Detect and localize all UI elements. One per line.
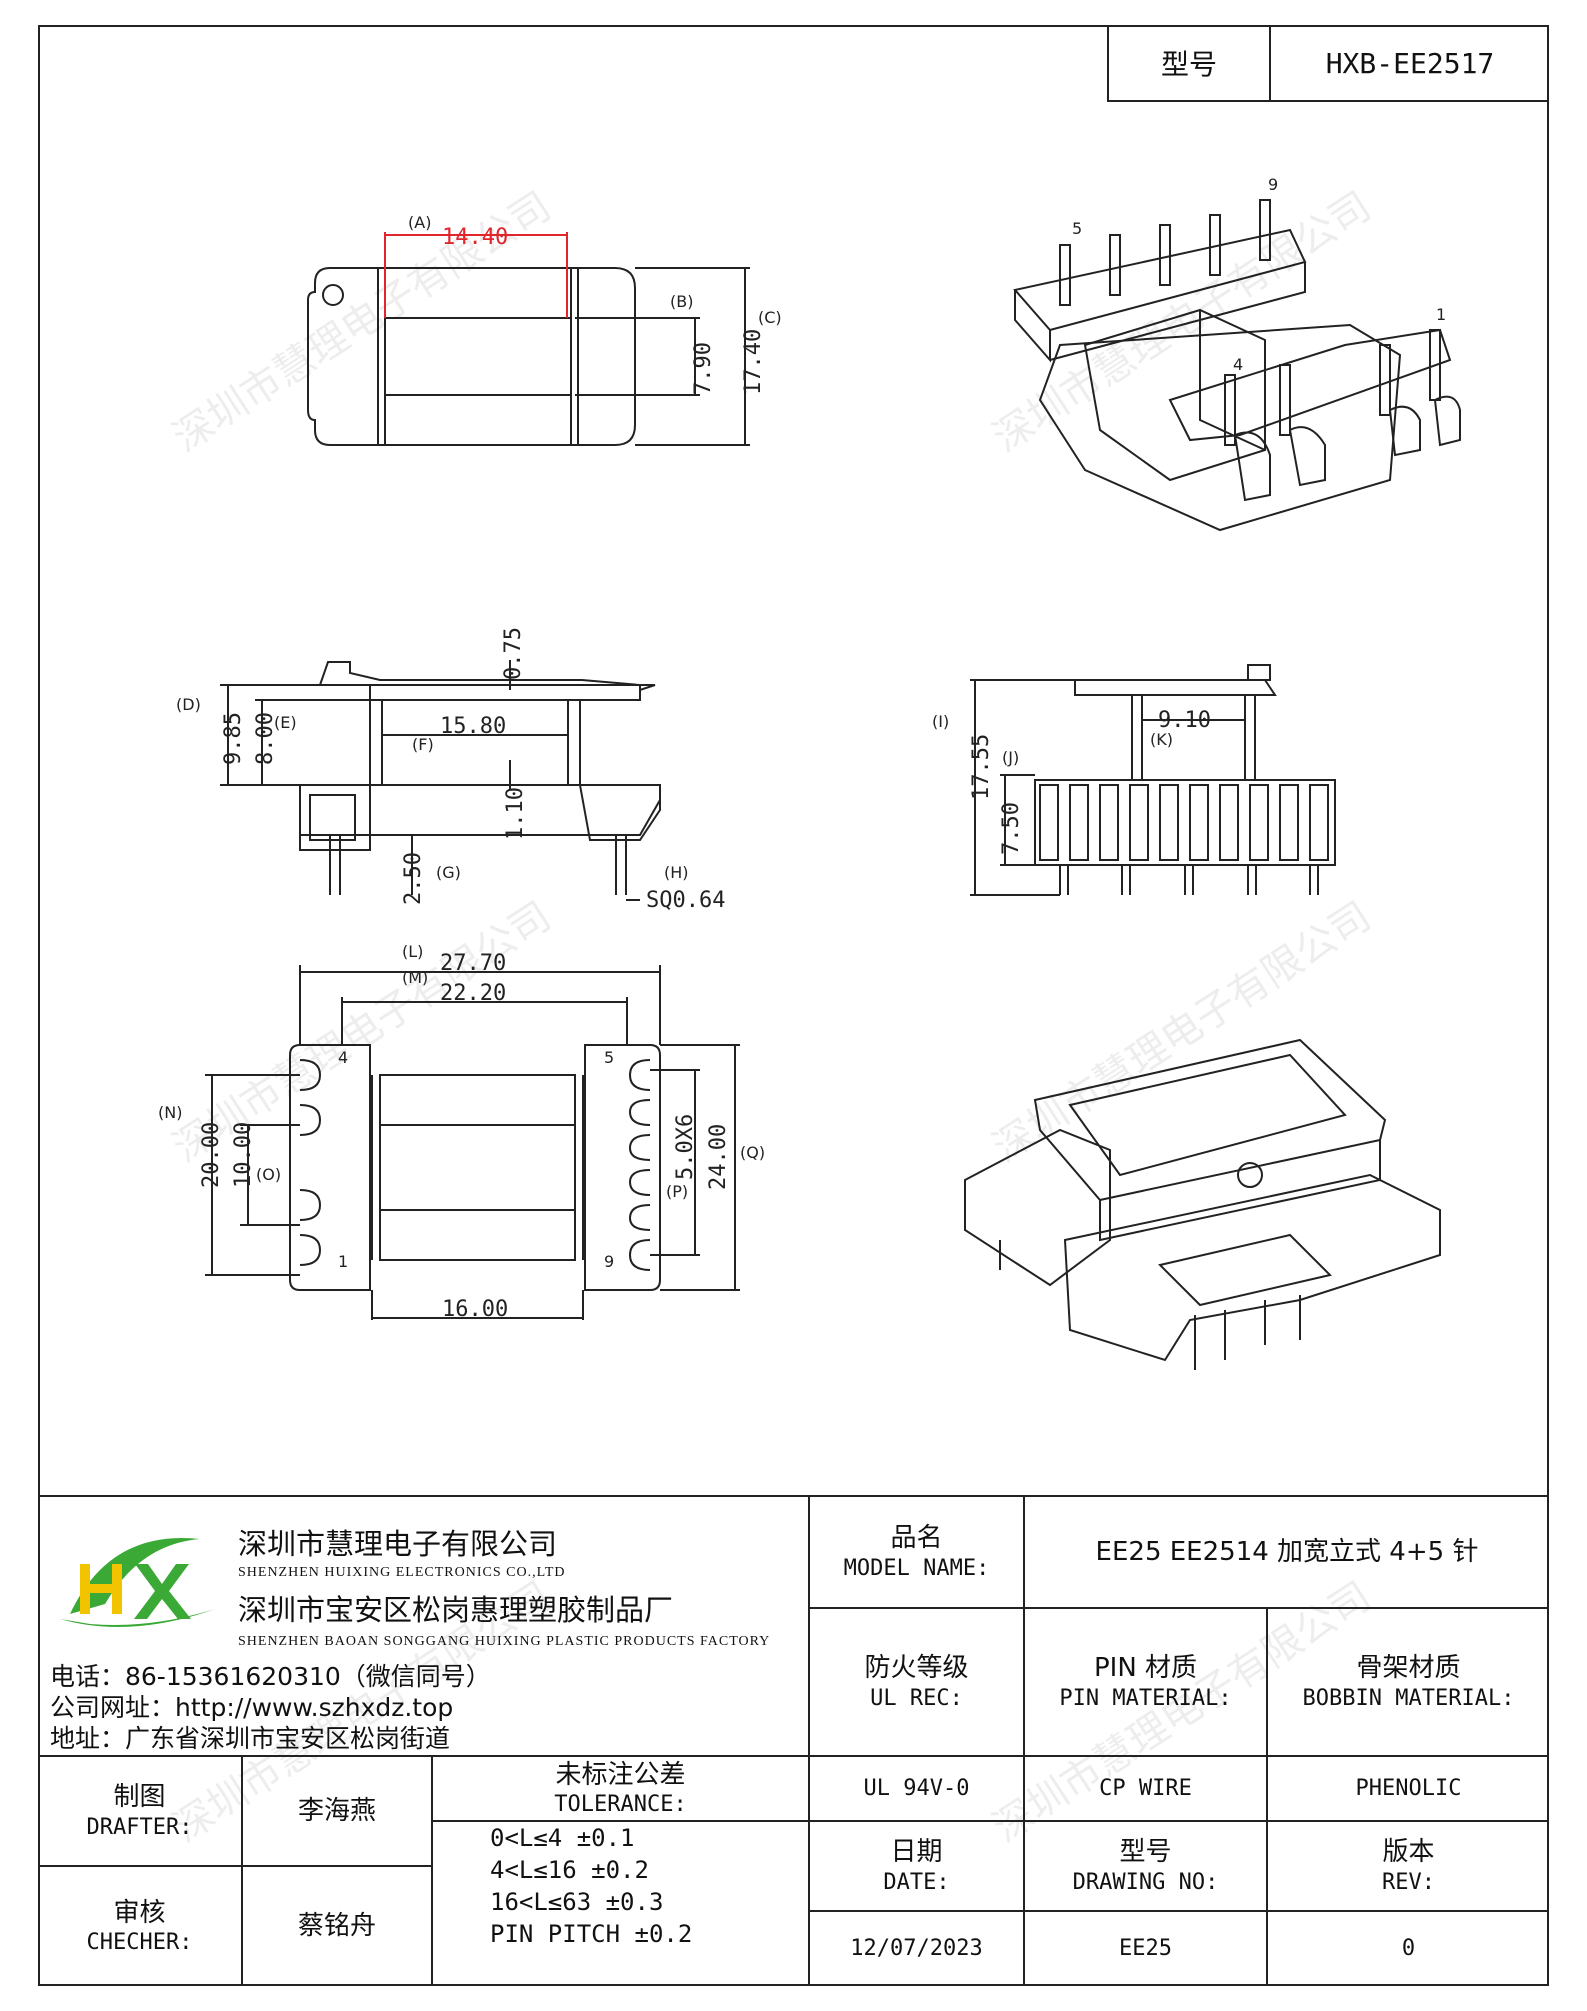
date-value: 12/07/2023: [850, 1936, 983, 1962]
pins-top-row: [1059, 199, 1271, 306]
dim-e-value: 8.00: [253, 712, 278, 765]
dim-i-label: (I): [932, 712, 949, 731]
title-block: 深圳市慧理电子有限公司 SHENZHEN HUIXING ELECTRONICS…: [38, 1495, 1549, 1986]
dim-o-value: 10.00: [231, 1122, 256, 1188]
dim-f-value: 15.80: [440, 714, 506, 739]
pin-5-label: 5: [1072, 219, 1082, 238]
dim-q-label: (Q): [740, 1143, 765, 1162]
dim-n-value: 20.00: [199, 1122, 224, 1188]
company-name-cn: 深圳市慧理电子有限公司: [238, 1527, 558, 1561]
dim-a-label: (A): [408, 213, 431, 232]
dim-p-label: (P): [666, 1182, 688, 1201]
pin-1-label: 1: [1436, 305, 1446, 324]
tolerance-line: 0<L≤4 ±0.1: [490, 1824, 635, 1852]
dim-h-value: SQ0.64: [646, 888, 725, 913]
dim-075-value: 0.75: [501, 627, 526, 680]
checker-label: 审核 CHECHER:: [86, 1897, 193, 1956]
company-info: 深圳市慧理电子有限公司 SHENZHEN HUIXING ELECTRONICS…: [38, 1495, 808, 1757]
dim-k-label: (K): [1150, 730, 1173, 749]
dim-l-label: (L): [402, 942, 423, 961]
bobbin-material-label: 骨架材质 BOBBIN MATERIAL:: [1302, 1653, 1515, 1711]
pins-bottom-row: [1224, 329, 1441, 446]
dim-d-value: 9.85: [221, 712, 246, 765]
phone-text: 电话：86-15361620310（微信同号）: [50, 1662, 491, 1691]
bottom-pin-5: 5: [604, 1048, 614, 1067]
dim-110-value: 1.10: [503, 787, 528, 840]
dim-g-label: (G): [436, 863, 461, 882]
isometric-view-bottom: [964, 1038, 1441, 1370]
dim-j-value: 7.50: [999, 802, 1024, 855]
tolerance-line: PIN PITCH ±0.2: [490, 1920, 693, 1948]
dim-16-value: 16.00: [442, 1297, 508, 1322]
drawing-sheet-border: [38, 25, 1549, 1986]
bottom-pin-1: 1: [338, 1252, 348, 1271]
drawing-no-value: EE25: [1119, 1936, 1172, 1962]
isometric-view-top: [1013, 199, 1461, 532]
technical-drawing: (A) 14.40 (B) 7.90 (C) 17.40 5 9 4 1 0.7…: [158, 175, 1461, 1370]
front-view: [970, 664, 1336, 896]
dim-j-label: (J): [1002, 748, 1019, 767]
factory-name-en: SHENZHEN BAOAN SONGGANG HUIXING PLASTIC …: [238, 1634, 771, 1649]
checker-name: 蔡铭舟: [297, 1911, 376, 1942]
dim-a-value: 14.40: [442, 225, 508, 250]
dim-k-value: 9.10: [1158, 708, 1211, 733]
tolerance-line: 4<L≤16 ±0.2: [490, 1856, 649, 1884]
model-header-box: 型号 HXB-EE2517: [1107, 26, 1549, 102]
pin-4-label: 4: [1233, 355, 1243, 374]
fire-rating-value: UL 94V-0: [863, 1775, 970, 1801]
model-name-value: EE25 EE2514 加宽立式 4+5 针: [1095, 1536, 1479, 1567]
dim-o-label: (O): [256, 1165, 281, 1184]
dim-i-value: 17.55: [969, 734, 994, 800]
date-label: 日期 DATE:: [883, 1837, 950, 1895]
dim-c-label: (C): [758, 308, 782, 327]
dim-l-value: 27.70: [440, 951, 506, 976]
dim-d-label: (D): [176, 695, 201, 714]
tolerance-line: 16<L≤63 ±0.3: [490, 1888, 664, 1916]
pin-9-label: 9: [1268, 175, 1278, 194]
drafter-label: 制图 DRAFTER:: [86, 1782, 193, 1840]
dim-b-label: (B): [670, 292, 693, 311]
company-name-en: SHENZHEN HUIXING ELECTRONICS CO.,LTD: [238, 1565, 566, 1580]
tolerance-label: 未标注公差 TOLERANCE:: [554, 1759, 687, 1818]
bottom-pin-4: 4: [338, 1048, 348, 1067]
bottom-view: [205, 965, 740, 1320]
dim-e-label: (E): [274, 713, 297, 732]
pin-material-label: PIN 材质 PIN MATERIAL:: [1059, 1653, 1232, 1711]
top-view: [307, 232, 750, 446]
pin-material-value: CP WIRE: [1099, 1775, 1192, 1801]
front-pins: [1059, 865, 1319, 895]
address-text: 地址：广东省深圳市宝安区松岗街道: [50, 1724, 451, 1753]
dim-g-value: 2.50: [401, 852, 426, 905]
revision-label: 版本 REV:: [1382, 1837, 1435, 1895]
drawing-no-label: 型号 DRAWING NO:: [1072, 1837, 1219, 1895]
side-view: [220, 660, 661, 901]
revision-value: 0: [1401, 1936, 1416, 1962]
dim-q-value: 24.00: [706, 1124, 731, 1190]
bottom-pin-9: 9: [604, 1252, 614, 1271]
model-label: 型号: [1109, 26, 1271, 100]
dim-p-value: 5.0X6: [673, 1114, 698, 1180]
factory-name-cn: 深圳市宝安区松岗惠理塑胶制品厂: [238, 1593, 674, 1627]
model-name-label: 品名 MODEL NAME:: [843, 1523, 990, 1581]
front-pin-slots: [1039, 784, 1329, 861]
dim-n-label: (N): [158, 1103, 182, 1122]
model-value: HXB-EE2517: [1325, 46, 1495, 80]
dim-c-value: 17.40: [741, 329, 766, 395]
dim-h-label: (H): [664, 863, 689, 882]
fire-rating-label: 防火等级 UL REC:: [864, 1653, 969, 1711]
website-text: 公司网址：http://www.szhxdz.top: [50, 1693, 454, 1722]
drafter-name: 李海燕: [297, 1795, 376, 1826]
tolerance-list: 0<L≤4 ±0.1 4<L≤16 ±0.2 16<L≤63 ±0.3 PIN …: [490, 1822, 692, 1950]
dim-m-label: (M): [402, 968, 428, 987]
dim-f-label: (F): [412, 735, 434, 754]
dim-b-value: 7.90: [691, 342, 716, 395]
bobbin-material-value: PHENOLIC: [1355, 1775, 1462, 1801]
hx-logo-icon: [60, 1537, 215, 1627]
dim-m-value: 22.20: [440, 981, 506, 1006]
